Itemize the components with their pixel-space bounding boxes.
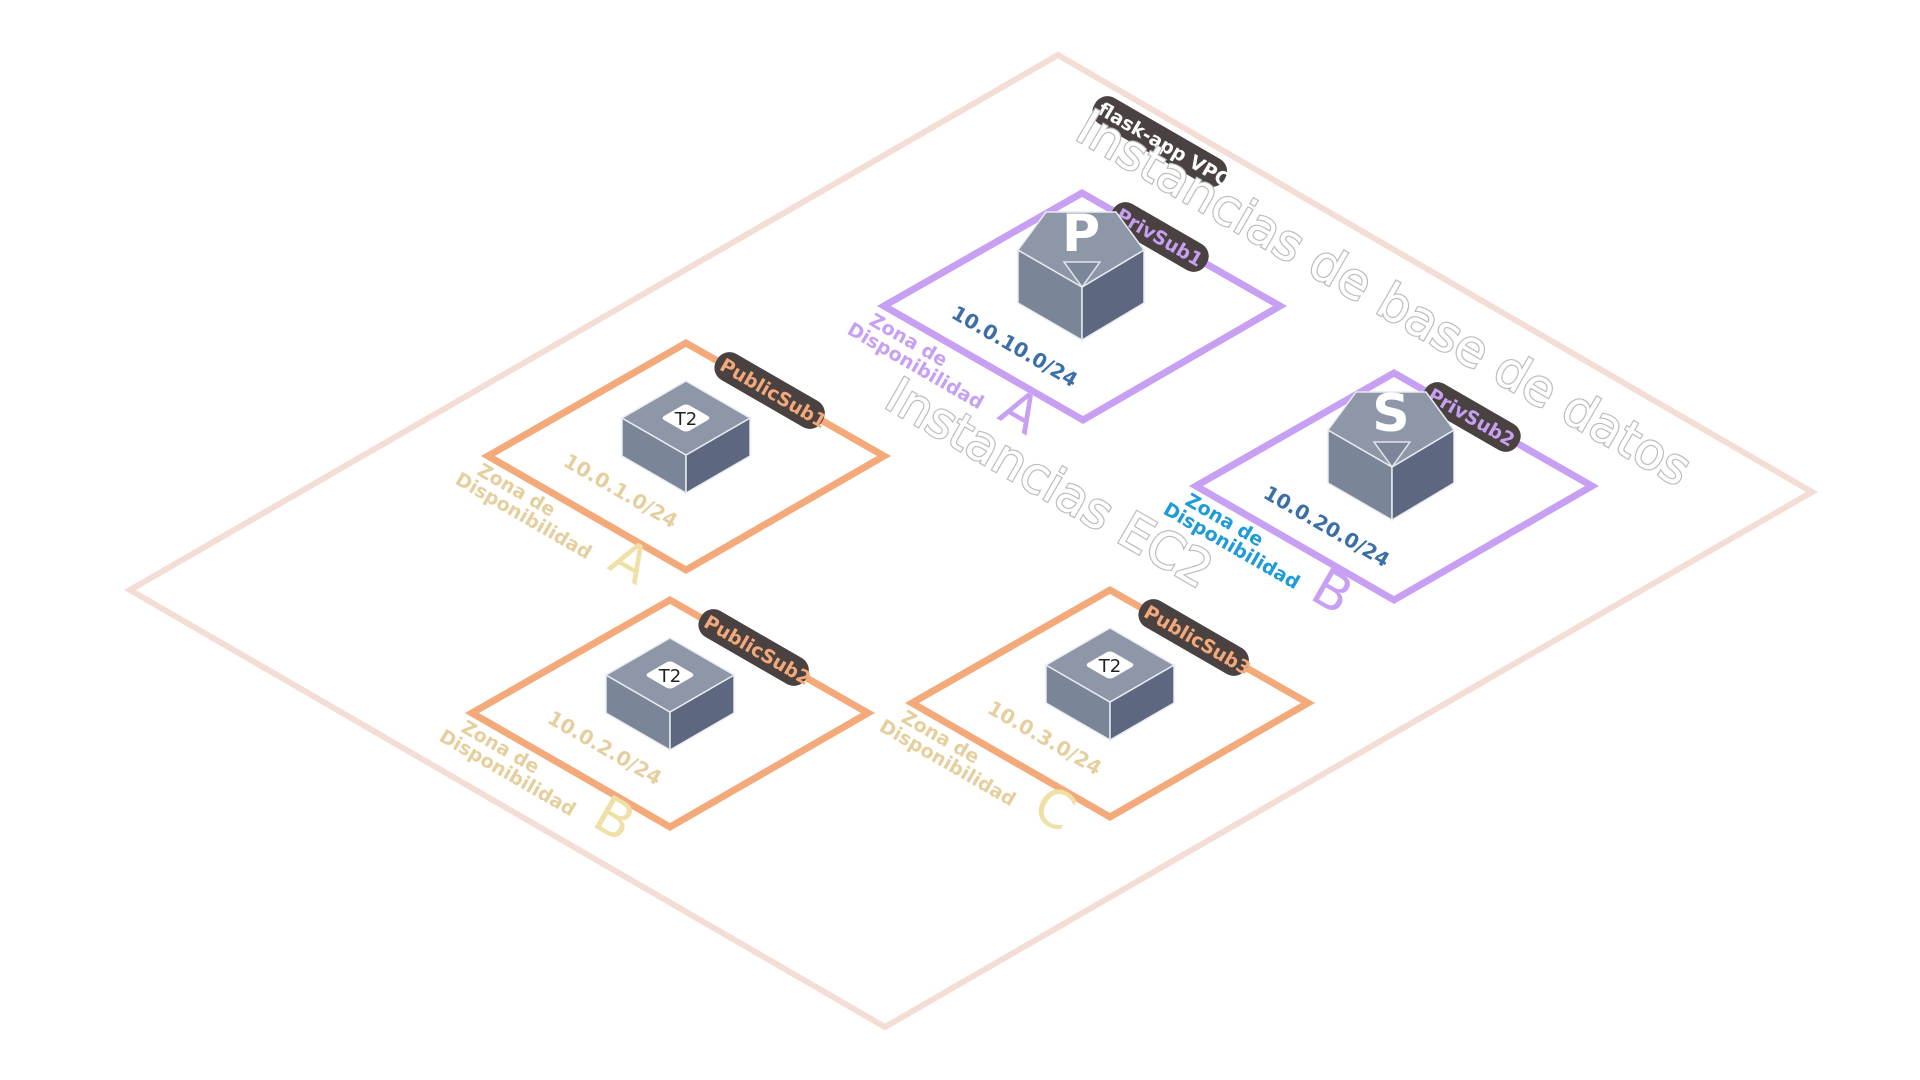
subnet-boundary (876, 188, 1288, 425)
ec2-t2-instance-icon[interactable]: T2 (604, 637, 736, 752)
svg-text:S: S (1372, 384, 1409, 444)
public-subnet-2[interactable]: PublicSub2 T2 10.0.2.0/24 Zona de Dispon… (436, 595, 876, 854)
svg-text:P: P (1062, 204, 1100, 264)
zone-letter: A (600, 527, 661, 597)
zone-letter: B (1302, 557, 1363, 627)
svg-text:T2: T2 (674, 409, 697, 430)
ec2-t2-instance-icon[interactable]: T2 (620, 380, 752, 495)
postgres-database-icon[interactable]: P (1016, 204, 1146, 342)
public-subnet-1[interactable]: PublicSub1 T2 10.0.1.0/24 Zona de Dispon… (452, 338, 892, 597)
public-subnet-3[interactable]: PublicSub3 T2 10.0.3.0/24 Zona de Dispon… (876, 585, 1316, 844)
svg-text:T2: T2 (658, 666, 681, 687)
subnet-boundary (1188, 368, 1600, 605)
sql-server-database-icon[interactable]: S (1326, 384, 1456, 522)
svg-text:T2: T2 (1098, 656, 1121, 677)
zone-letter: B (584, 784, 645, 854)
vpc-boundary (124, 51, 1818, 1031)
zone-letter: C (1024, 774, 1085, 844)
ec2-t2-instance-icon[interactable]: T2 (1044, 627, 1176, 742)
